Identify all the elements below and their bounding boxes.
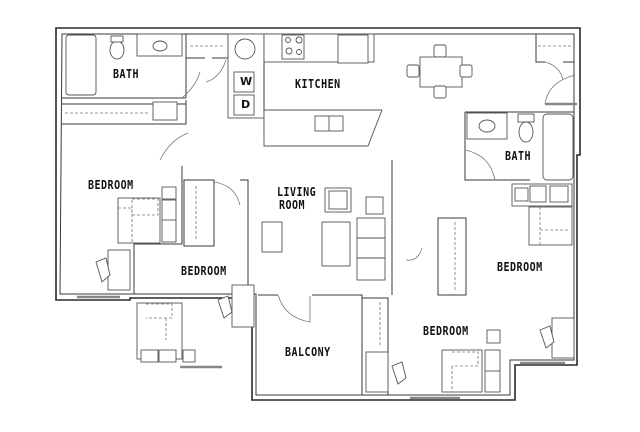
dining-table [406,44,473,99]
room-label-bedroom-left: BEDROOM [88,179,134,193]
center-closet [183,179,249,294]
right-bath [464,111,574,181]
right-bedroom [437,183,575,365]
center-left-bedroom [136,284,255,369]
balcony [258,294,363,395]
room-label-bath-right: BATH [505,150,532,164]
room-label-bedroom-center-left: BEDROOM [181,265,227,279]
room-label-living-line2: ROOM [279,199,306,213]
left-bath-walls [62,33,201,125]
room-label-bath-left: BATH [113,68,140,82]
room-label-bedroom-right: BEDROOM [497,261,543,275]
entry-area [535,34,577,106]
center-right-bedroom [362,297,501,400]
washer-label: W [240,75,253,88]
room-label-living-line1: LIVING [277,186,317,200]
exterior-walls [55,27,581,401]
room-label-bedroom-center-right: BEDROOM [423,325,469,339]
kitchen-fixtures [263,33,383,147]
dryer-label: D [241,98,251,111]
living-room-furniture [261,160,423,295]
left-bedroom [77,166,183,299]
room-label-balcony: BALCONY [285,346,331,360]
room-label-kitchen: KITCHEN [295,78,341,92]
